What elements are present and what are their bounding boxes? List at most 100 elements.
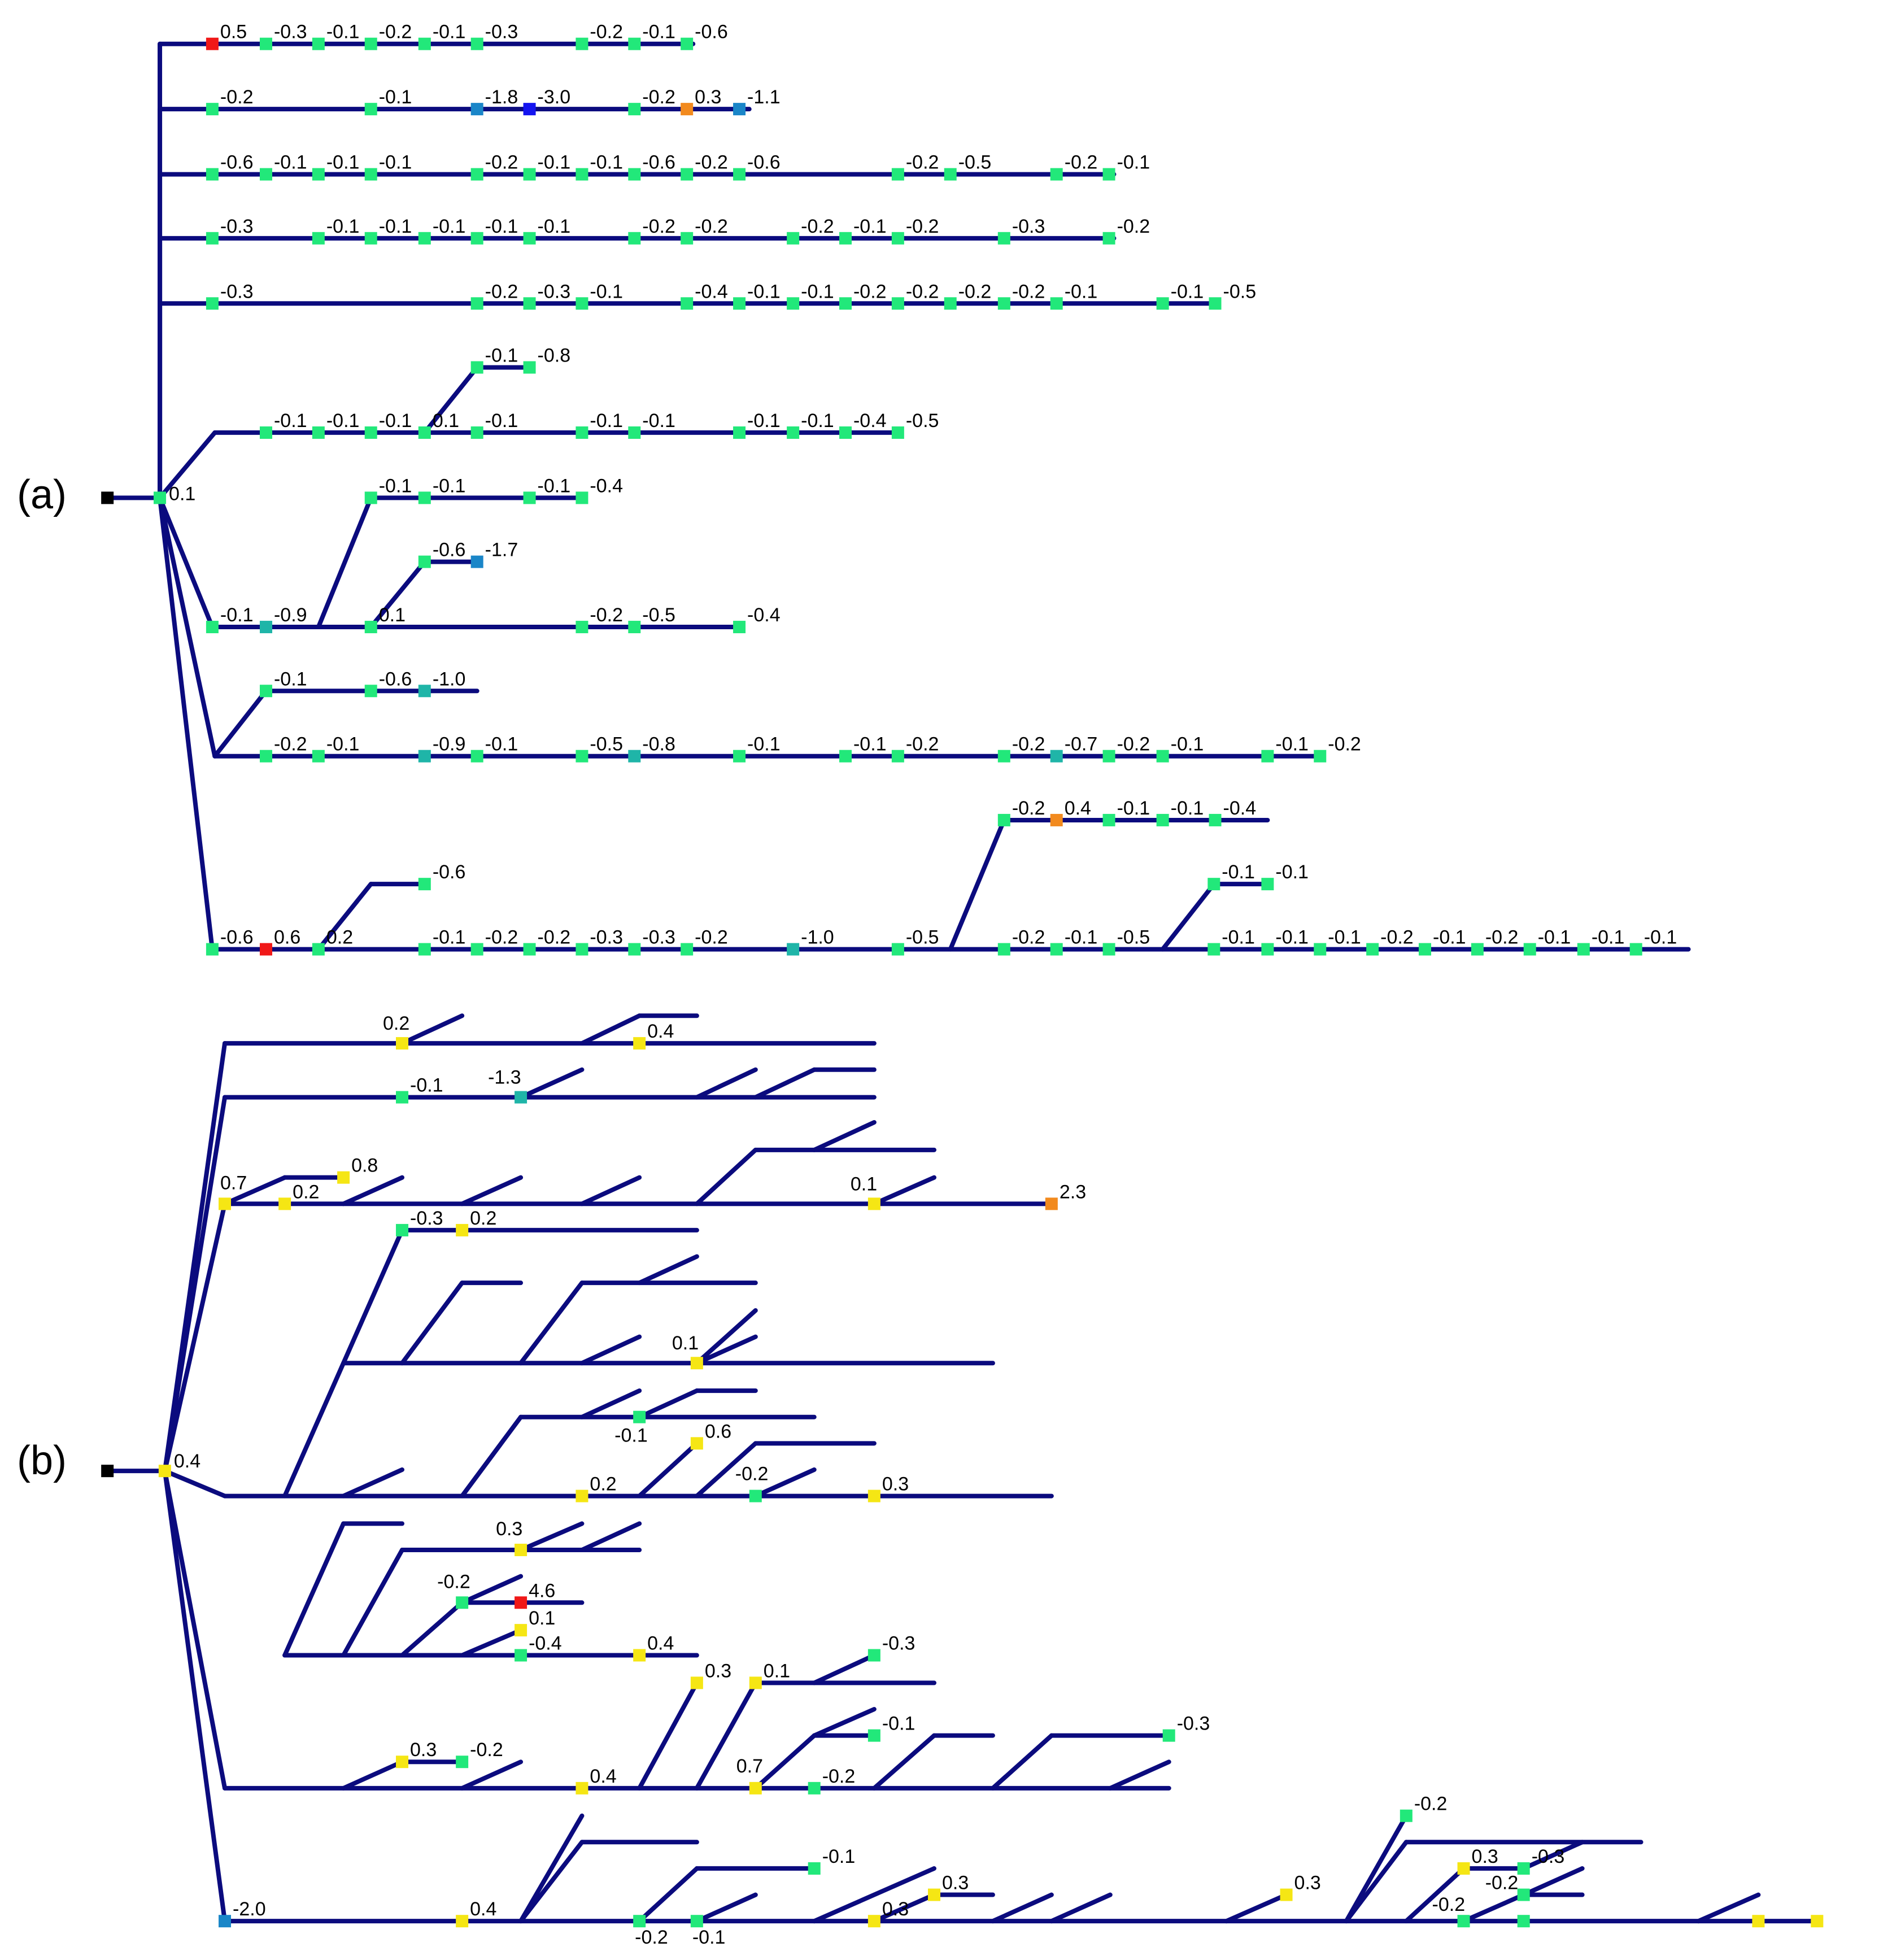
- node-value-label: 0.3: [410, 1739, 437, 1761]
- side-branch-b: [460, 1759, 524, 1791]
- node-a: [681, 297, 694, 310]
- node-a: [628, 168, 641, 181]
- node-a: [891, 426, 904, 439]
- node-a: [312, 426, 325, 439]
- node-a: [1050, 168, 1063, 181]
- side-branch-b: [282, 1521, 346, 1658]
- tree-labels: 0.5-0.3-0.1-0.2-0.1-0.3-0.2-0.1-0.6-0.2-…: [169, 21, 1677, 1948]
- node-value-label: 0.3: [1294, 1872, 1321, 1894]
- node-b: [749, 1489, 762, 1502]
- node-a: [1156, 297, 1169, 310]
- node-a: [1102, 232, 1115, 245]
- node-a: [576, 491, 588, 504]
- node-a: [891, 168, 904, 181]
- side-branch-b: [1696, 1892, 1761, 1924]
- node-value-label: -0.2: [1485, 1872, 1519, 1894]
- node-a: [1102, 168, 1115, 181]
- node-value-label: 0.4: [647, 1021, 674, 1042]
- tree-nodes: [101, 37, 1824, 1928]
- side-branch-b: [518, 1280, 585, 1366]
- side-branch-b: [694, 1334, 758, 1366]
- node-a: [997, 813, 1010, 826]
- node-value-label: -0.1: [1222, 927, 1255, 948]
- node-value-label: -0.6: [220, 152, 254, 173]
- side-branch-b: [990, 1892, 1054, 1924]
- node-a: [628, 621, 641, 634]
- node-a: [576, 426, 588, 439]
- node-value-label: 0.2: [326, 927, 353, 948]
- node-value-label: -0.1: [485, 734, 518, 755]
- node-a: [523, 361, 536, 374]
- node-a: [312, 168, 325, 181]
- node-b: [867, 1197, 880, 1210]
- node-b: [337, 1171, 350, 1184]
- side-branch-b: [871, 1892, 936, 1924]
- node-value-label: -0.1: [1171, 798, 1204, 819]
- node-value-label: -0.2: [642, 216, 675, 237]
- node-value-label: -0.1: [433, 21, 466, 43]
- node-value-label: 0.4: [647, 1633, 674, 1654]
- node-a: [733, 103, 746, 116]
- node-b: [633, 1410, 646, 1423]
- node-a: [470, 750, 483, 763]
- node-a: [523, 491, 536, 504]
- edge-line: [162, 1469, 228, 1499]
- node-b: [749, 1676, 762, 1689]
- edge-a-row-8: [158, 495, 215, 952]
- node-b: [396, 1223, 409, 1236]
- node-a: [312, 37, 325, 50]
- node-value-label: -0.1: [590, 152, 623, 173]
- side-branch-b: [518, 1521, 585, 1553]
- node-value-label: -0.2: [1012, 281, 1045, 302]
- node-value-label: 0.2: [590, 1474, 616, 1495]
- node-value-label: -0.3: [410, 1208, 443, 1229]
- node-a: [206, 297, 219, 310]
- side-branch-b: [753, 1733, 817, 1791]
- node-value-label: -0.5: [590, 734, 623, 755]
- node-value-label: 0.1: [169, 483, 195, 504]
- node-value-label: -0.1: [326, 410, 360, 432]
- node-value-label: -0.1: [853, 734, 887, 755]
- node-a: [1050, 297, 1063, 310]
- node-value-label: 0.1: [433, 410, 459, 432]
- node-value-label: -0.3: [642, 927, 675, 948]
- node-a: [1419, 943, 1432, 956]
- node-value-label: -0.2: [1012, 798, 1045, 819]
- node-value-label: -0.2: [590, 21, 623, 43]
- edge-line: [422, 365, 479, 435]
- node-value-label: -0.2: [437, 1571, 470, 1592]
- node-a: [997, 943, 1010, 956]
- node-value-label: -0.2: [590, 604, 623, 626]
- node-value-label: -0.1: [274, 152, 307, 173]
- node-a: [259, 750, 272, 763]
- side-branch-b: [1108, 1759, 1171, 1791]
- node-a: [944, 297, 957, 310]
- side-branch-b: [694, 1892, 758, 1924]
- node-value-label: 0.1: [672, 1332, 699, 1354]
- node-value-label: -0.2: [1012, 927, 1045, 948]
- edge-line: [212, 689, 268, 759]
- node-a: [470, 232, 483, 245]
- side-branch-b: [812, 1653, 877, 1685]
- node-value-label: -0.5: [642, 604, 675, 626]
- node-a: [418, 426, 431, 439]
- side-branch-b: [1049, 1892, 1113, 1924]
- node-a: [312, 232, 325, 245]
- node-value-label: -0.1: [538, 152, 571, 173]
- node-value-label: 0.4: [470, 1898, 496, 1920]
- node-a: [628, 943, 641, 956]
- node-a: [418, 943, 431, 956]
- node-value-label: -0.8: [538, 345, 571, 366]
- node-a: [733, 621, 746, 634]
- node-value-label: -0.2: [822, 1766, 856, 1787]
- node-value-label: -0.1: [1065, 927, 1098, 948]
- side-branch-b: [1521, 1840, 1585, 1871]
- node-value-label: -0.1: [379, 410, 412, 432]
- side-branch-b: [637, 1441, 699, 1499]
- node-a: [839, 750, 852, 763]
- node-value-label: 0.6: [705, 1421, 731, 1442]
- node-value-label: -0.2: [958, 281, 992, 302]
- node-value-label: -0.2: [1065, 152, 1098, 173]
- node-a: [1261, 943, 1274, 956]
- node-value-label: -0.4: [590, 475, 623, 496]
